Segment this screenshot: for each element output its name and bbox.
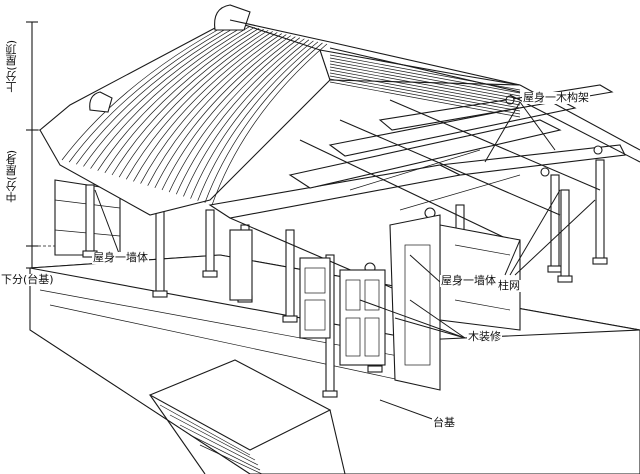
column-base: [592, 257, 608, 265]
column: [595, 159, 605, 263]
roof-tile-line: [140, 33, 282, 184]
leader-lines: [94, 101, 596, 421]
roof: [39, 4, 640, 216]
roof-tile-line: [168, 37, 301, 193]
roof-back-line: [329, 66, 521, 103]
roof-tiles: [61, 21, 521, 206]
column-base: [557, 275, 573, 283]
roof-tile-line: [125, 31, 273, 180]
column-base: [202, 270, 218, 278]
ridge-ornament-icon: [214, 4, 251, 31]
steps: [148, 359, 346, 474]
column: [155, 209, 165, 296]
roof-back-line: [329, 72, 521, 109]
roof-tile-line: [90, 25, 251, 169]
eave-ornament-icon: [89, 91, 113, 113]
roof-back-line: [329, 81, 521, 118]
roof-tile-line: [111, 29, 264, 176]
roof-tile-line: [133, 32, 278, 182]
roof-tile-line: [161, 36, 296, 191]
label-column-grid: 柱网: [497, 279, 521, 292]
label-wall-right: 屋身一墙体: [440, 274, 497, 287]
roof-tile-line: [118, 30, 269, 178]
column-base: [547, 265, 563, 273]
roof-tile-line: [204, 42, 323, 203]
platform: [29, 254, 640, 474]
label-middle: 中分(屋身): [5, 150, 18, 203]
roof-tile-line: [154, 35, 292, 189]
label-upper: 上分(屋顶): [5, 40, 18, 93]
roof-back-line: [329, 57, 521, 94]
roof-tile-line: [68, 22, 237, 163]
roof-tile-line: [76, 23, 242, 165]
roof-back-line: [329, 69, 521, 106]
roof-tile-line: [211, 43, 328, 206]
label-lower: 下分(台基): [0, 273, 55, 286]
roof-back-line: [329, 78, 521, 115]
roof-tile-line: [83, 24, 246, 167]
roof-tile-line: [97, 26, 255, 171]
label-platform: 台基: [432, 416, 456, 429]
label-wood-finish: 木装修: [467, 330, 502, 343]
column-base: [322, 390, 338, 398]
column: [550, 174, 560, 271]
roof-tile-line: [104, 27, 260, 174]
column: [560, 189, 570, 281]
column-base: [152, 290, 168, 298]
wood-frame: [208, 84, 626, 301]
column: [205, 209, 215, 276]
roof-tile-line: [190, 40, 314, 199]
wood-finish: [229, 229, 386, 366]
roof-tile-line: [147, 34, 287, 186]
column-base: [282, 315, 298, 323]
roof-tile-line: [183, 39, 310, 197]
column-base: [367, 365, 383, 373]
roof-back-line: [329, 75, 521, 112]
roof-tile-line: [61, 21, 233, 161]
roof-back-line: [329, 60, 521, 97]
roof-tile-line: [175, 38, 305, 195]
label-wood-frame: 屋身一木构架: [522, 91, 590, 104]
roof-tile-line: [197, 41, 319, 201]
column: [85, 184, 95, 256]
roof-back-line: [329, 63, 521, 100]
label-wall-left: 屋身一墙体: [92, 251, 149, 264]
